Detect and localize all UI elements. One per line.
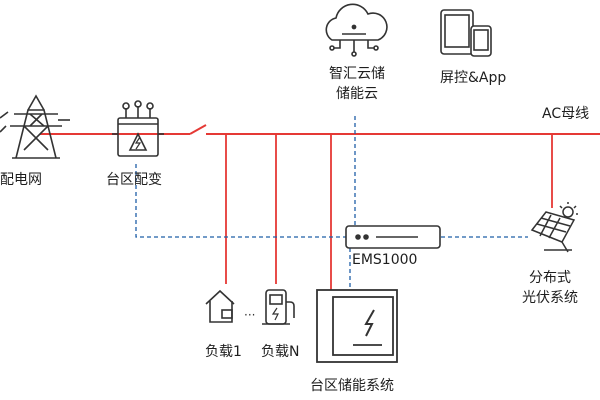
ev-charger-icon — [262, 289, 295, 325]
house-icon — [205, 289, 235, 323]
ems-label: EMS1000 — [352, 252, 418, 268]
ems-device-icon — [345, 225, 441, 249]
screen-app-label: 屏控&App — [440, 70, 507, 86]
cloud-label-line2: 储能云 — [336, 86, 378, 102]
solar-panel-icon — [530, 202, 578, 253]
ellipsis: ··· — [244, 308, 255, 322]
pv-label-line1: 分布式 — [529, 270, 571, 286]
pv-label-line2: 光伏系统 — [522, 290, 578, 306]
storage-system-label: 台区储能系统 — [310, 378, 394, 394]
breaker-switch-symbol — [186, 124, 207, 138]
load-n-label: 负载N — [261, 344, 300, 360]
tablet-phone-icon — [440, 9, 492, 57]
comm-line-transformer — [135, 164, 346, 238]
battery-cabinet-icon — [316, 289, 398, 363]
power-tower-icon — [0, 94, 70, 159]
comm-lines — [135, 116, 528, 290]
transformer-icon — [112, 100, 164, 157]
load-1-label: 负载1 — [205, 344, 242, 360]
cloud-server-icon — [325, 3, 388, 57]
ac-bus-label: AC母线 — [542, 106, 590, 122]
cloud-label-line1: 智汇云储 — [329, 66, 385, 82]
distribution-grid-label: 配电网 — [0, 172, 42, 188]
transformer-label: 台区配变 — [106, 172, 162, 188]
